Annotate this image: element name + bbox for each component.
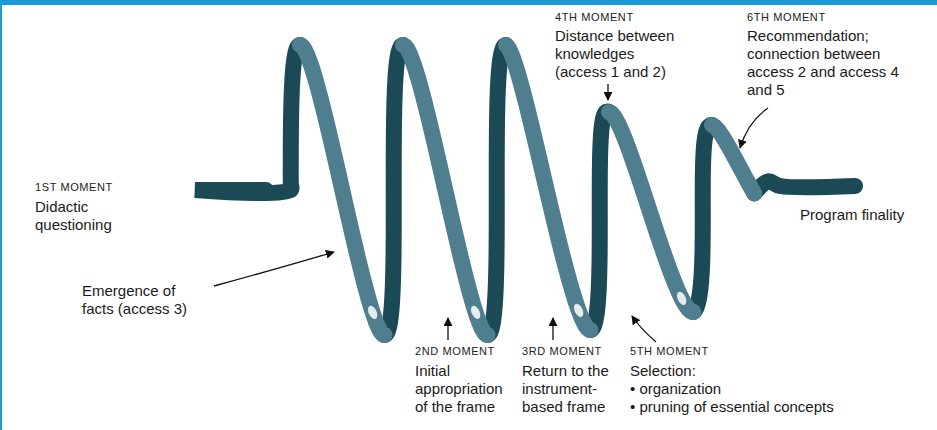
label-text: • organization — [630, 380, 721, 398]
moment-label: 6TH MOMENT — [747, 10, 826, 24]
label-text: Selection: — [630, 362, 696, 380]
coil-strand — [609, 112, 694, 312]
leader-arrow — [607, 84, 608, 100]
moment-label: 4TH MOMENT — [555, 10, 634, 24]
leader-arrow — [552, 318, 553, 340]
coil-strand — [506, 45, 591, 330]
coil-highlight — [366, 304, 379, 320]
label-text: Initial appropriation of the frame — [415, 362, 515, 416]
coil-strand — [488, 45, 507, 335]
leader-arrow — [214, 252, 334, 286]
coil-strand — [385, 45, 404, 335]
coil-strand — [754, 181, 855, 193]
coil-highlight — [572, 302, 585, 318]
label-text: Return to the instrument-based frame — [522, 362, 622, 416]
coil-strand — [403, 45, 488, 335]
coil-highlight — [675, 290, 688, 306]
label-text: Recommendation; connection between acces… — [747, 27, 902, 99]
coil-highlight — [469, 304, 482, 320]
label-text: Program finality — [800, 206, 904, 224]
coil-strand — [195, 45, 300, 193]
label-text: Distance between knowledges (access 1 an… — [555, 27, 680, 81]
top-bar — [0, 0, 937, 5]
leader-arrow — [447, 318, 448, 340]
moment-label: 3RD MOMENT — [522, 344, 602, 358]
label-text: Didactic questioning — [35, 198, 125, 234]
left-rule — [0, 0, 2, 430]
leader-arrow — [740, 108, 768, 148]
label-text: • pruning of essential concepts — [630, 398, 834, 416]
moment-label: 1ST MOMENT — [35, 180, 113, 194]
leader-arrow — [632, 316, 656, 342]
coil-strand — [712, 125, 754, 193]
coil-strand — [591, 111, 610, 330]
coil-strand — [694, 125, 713, 312]
label-text: Emergence of facts (access 3) — [82, 282, 207, 318]
moment-label: 2ND MOMENT — [415, 344, 495, 358]
moment-label: 5TH MOMENT — [630, 344, 709, 358]
coil-strand — [300, 45, 385, 335]
